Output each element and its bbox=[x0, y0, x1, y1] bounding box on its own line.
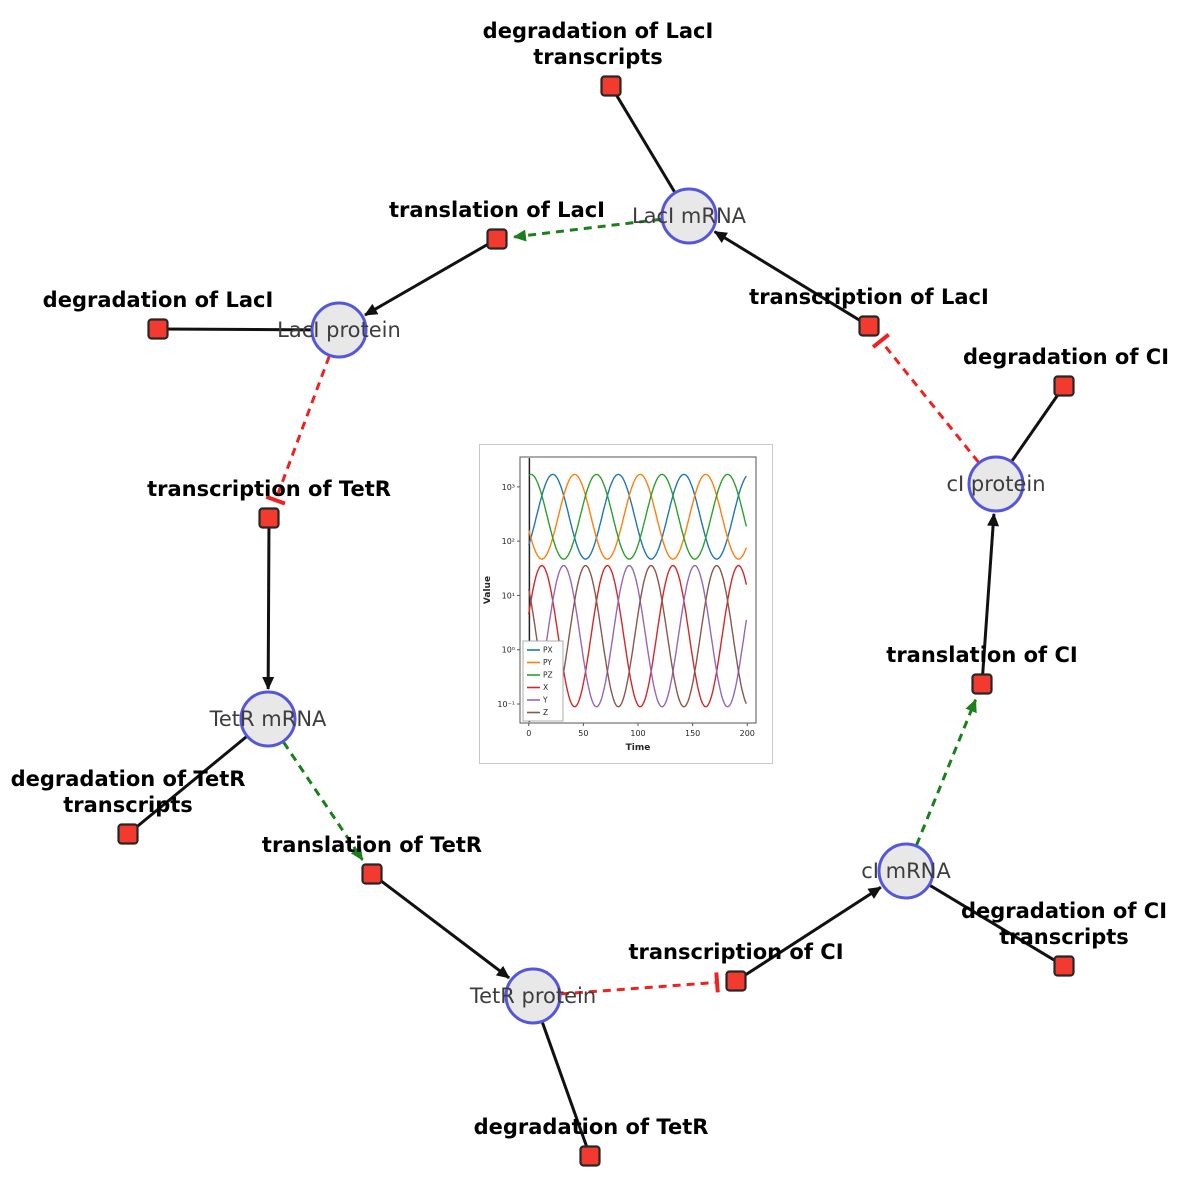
edge-consumption-ci_protein-to-deg_ci bbox=[1010, 386, 1065, 463]
reaction-label-deg_laci_tx-line0: degradation of LacI bbox=[483, 19, 714, 43]
legend-label-PX: PX bbox=[543, 646, 553, 655]
reaction-node-tl_ci[interactable] bbox=[971, 673, 993, 695]
y-axis-label: Value bbox=[483, 576, 493, 604]
reaction-label-deg_laci_tx-line1: transcripts bbox=[533, 45, 663, 69]
species-label-laci_protein: LacI protein bbox=[277, 318, 401, 342]
reaction-label-deg_laci-line0: degradation of LacI bbox=[43, 288, 274, 312]
series-line-Y bbox=[528, 564, 748, 708]
edge-production-tx_laci-to-laci_mrna bbox=[713, 230, 863, 324]
species-label-tetr_protein: TetR protein bbox=[469, 984, 596, 1008]
reaction-node-tx_laci[interactable] bbox=[858, 315, 880, 337]
species-node-laci_mrna[interactable] bbox=[660, 187, 718, 245]
species-label-laci_mrna: LacI mRNA bbox=[632, 204, 747, 228]
nodes-layer bbox=[117, 75, 1075, 1167]
species-node-ci_mrna[interactable] bbox=[877, 842, 935, 900]
legend-label-X: X bbox=[543, 683, 548, 692]
reaction-label-tl_tetr-line0: translation of TetR bbox=[262, 833, 482, 857]
reaction-label-tl_laci-line0: translation of LacI bbox=[389, 198, 605, 222]
reaction-node-deg_tetr[interactable] bbox=[579, 1145, 601, 1167]
edge-consumption-tetr_mrna-to-deg_tetr_tx bbox=[128, 734, 249, 834]
species-label-ci_mrna: cI mRNA bbox=[861, 859, 951, 883]
edge-consumption-ci_mrna-to-deg_ci_tx bbox=[928, 883, 1064, 967]
reaction-label-tx_laci-line0: transcription of LacI bbox=[749, 285, 989, 309]
edge-production-tx_ci-to-ci_mrna bbox=[741, 886, 882, 978]
series-line-PZ bbox=[528, 473, 748, 560]
y-tick-label: 10³ bbox=[502, 483, 515, 492]
reaction-label-tx_ci-line0: transcription of CI bbox=[628, 940, 843, 964]
species-label-ci_protein: cI protein bbox=[946, 472, 1045, 496]
y-tick-label: 10¹ bbox=[502, 591, 515, 600]
edges-layer bbox=[128, 86, 1065, 1155]
reaction-label-deg_ci_tx-line0: degradation of CI bbox=[961, 899, 1167, 923]
reaction-label-deg_tetr-line0: degradation of TetR bbox=[474, 1115, 709, 1139]
edge-production-tl_laci-to-laci_protein bbox=[364, 241, 491, 317]
edge-production-tx_tetr-to-tetr_mrna bbox=[262, 525, 275, 691]
edge-modifier-ci_mrna-to-tl_ci bbox=[915, 698, 977, 846]
edge-modifier-laci_mrna-to-tl_laci bbox=[512, 217, 662, 242]
reaction-node-deg_laci[interactable] bbox=[147, 318, 169, 340]
series-line-PY bbox=[528, 473, 748, 560]
edge-inhibition-ci_protein-to-tx_laci bbox=[871, 332, 980, 464]
series-line-Z bbox=[528, 564, 748, 708]
series-line-PX bbox=[528, 473, 747, 560]
x-axis-label: Time bbox=[626, 743, 651, 753]
legend-label-PZ: PZ bbox=[543, 671, 553, 680]
species-node-tetr_mrna[interactable] bbox=[239, 690, 297, 748]
reaction-label-deg_tetr_tx-line0: degradation of TetR bbox=[11, 767, 246, 791]
edge-consumption-laci_protein-to-deg_laci bbox=[159, 327, 313, 332]
legend-label-PY: PY bbox=[543, 658, 552, 667]
legend-label-Z: Z bbox=[543, 708, 548, 717]
y-tick-label: 10⁰ bbox=[502, 646, 515, 655]
edge-consumption-tetr_protein-to-deg_tetr bbox=[540, 1020, 591, 1155]
reaction-node-tx_ci[interactable] bbox=[725, 970, 747, 992]
reaction-node-deg_laci_tx[interactable] bbox=[600, 75, 622, 97]
x-tick-label: 100 bbox=[630, 729, 645, 738]
species-node-ci_protein[interactable] bbox=[967, 455, 1025, 513]
species-node-laci_protein[interactable] bbox=[310, 301, 368, 359]
edge-inhibition-tetr_protein-to-tx_ci bbox=[560, 972, 720, 996]
reaction-node-deg_ci_tx[interactable] bbox=[1053, 955, 1075, 977]
reaction-node-tx_tetr[interactable] bbox=[258, 507, 280, 529]
x-tick-label: 150 bbox=[685, 729, 700, 738]
reaction-node-tl_tetr[interactable] bbox=[361, 863, 383, 885]
edge-modifier-tetr_mrna-to-tl_tetr bbox=[282, 741, 364, 861]
x-tick-label: 0 bbox=[526, 729, 531, 738]
series-line-X bbox=[528, 564, 748, 708]
reaction-label-deg_ci-line0: degradation of CI bbox=[963, 345, 1169, 369]
edge-inhibition-laci_protein-to-tx_tetr bbox=[265, 355, 331, 506]
edge-production-tl_ci-to-ci_protein bbox=[981, 512, 1000, 677]
x-tick-label: 50 bbox=[578, 729, 588, 738]
reaction-node-deg_tetr_tx[interactable] bbox=[117, 823, 139, 845]
species-node-tetr_protein[interactable] bbox=[504, 967, 562, 1025]
legend-box bbox=[522, 640, 564, 722]
reaction-node-deg_ci[interactable] bbox=[1053, 375, 1075, 397]
species-label-tetr_mrna: TetR mRNA bbox=[209, 707, 327, 731]
y-tick-label: 10⁻¹ bbox=[497, 700, 515, 709]
reaction-label-tx_tetr-line0: transcription of TetR bbox=[147, 477, 391, 501]
y-tick-label: 10² bbox=[502, 537, 515, 546]
edge-consumption-laci_mrna-to-deg_laci_tx bbox=[610, 86, 677, 194]
reaction-label-deg_ci_tx-line1: transcripts bbox=[999, 925, 1129, 949]
legend-label-Y: Y bbox=[542, 696, 548, 705]
reaction-label-deg_tetr_tx-line1: transcripts bbox=[63, 793, 193, 817]
x-tick-label: 200 bbox=[740, 729, 755, 738]
reaction-label-tl_ci-line0: translation of CI bbox=[886, 643, 1077, 667]
edge-production-tl_tetr-to-tetr_protein bbox=[377, 877, 510, 980]
reaction-node-tl_laci[interactable] bbox=[486, 228, 508, 250]
